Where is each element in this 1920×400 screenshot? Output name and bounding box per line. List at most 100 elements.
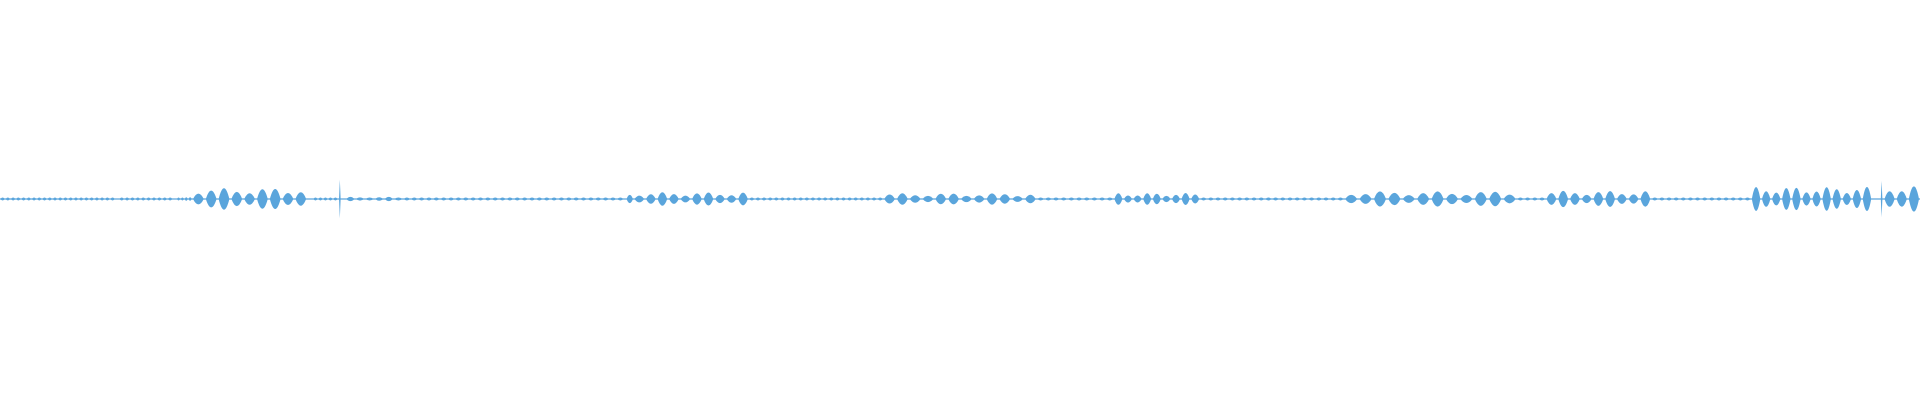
waveform-pulse — [669, 194, 679, 204]
waveform-pulse — [738, 192, 748, 206]
waveform-pulse — [73, 197, 79, 201]
waveform-pulse — [1152, 193, 1161, 205]
waveform-pulse — [231, 191, 243, 207]
waveform-pulse — [269, 188, 281, 210]
waveform-pulse — [1222, 197, 1229, 201]
waveform-pulse — [10, 197, 16, 201]
waveform-pulse — [587, 197, 594, 201]
waveform-pulse — [433, 197, 440, 201]
waveform-pulse — [514, 197, 521, 201]
waveform-pulse — [1373, 191, 1387, 207]
waveform-pulse — [1229, 197, 1236, 201]
waveform-pulse — [157, 197, 162, 201]
waveform-pulse — [909, 195, 921, 203]
waveform-pulse — [184, 197, 188, 201]
waveform-pulse — [692, 193, 702, 205]
waveform-pulse — [1730, 197, 1737, 201]
waveform-pulse — [1075, 197, 1083, 201]
waveform-pulse — [1330, 197, 1337, 201]
waveform-pulse — [543, 197, 550, 201]
waveform-pulse — [834, 197, 840, 201]
waveform-pulse — [318, 197, 323, 201]
waveform-pulse — [99, 197, 105, 201]
waveform-pulse — [1593, 192, 1604, 206]
waveform-pulse — [1651, 197, 1658, 201]
waveform-pulse — [1558, 190, 1569, 208]
waveform-pulse — [1744, 197, 1751, 201]
waveform-pulse — [167, 197, 173, 201]
waveform-pulse — [1812, 191, 1821, 207]
waveform-pulse — [1243, 197, 1250, 201]
waveform-pulse — [1842, 192, 1852, 206]
waveform-pulse — [1570, 193, 1580, 205]
waveform-pulse — [961, 195, 972, 203]
waveform-pulse — [798, 197, 804, 201]
waveform-pulse — [26, 197, 31, 201]
waveform-pulse — [418, 197, 425, 201]
waveform-pulse — [1200, 197, 1207, 201]
waveform-pulse — [657, 192, 668, 206]
waveform-pulse — [646, 194, 656, 204]
waveform-pulse — [323, 197, 328, 201]
waveform-pulse — [355, 197, 365, 201]
waveform-pulse — [176, 197, 181, 201]
waveform-pulse — [810, 197, 816, 201]
waveform-pulse — [897, 193, 908, 205]
waveform-pulse — [565, 197, 572, 201]
waveform-pulse — [1037, 197, 1044, 201]
waveform-pulse — [1181, 193, 1190, 205]
waveform-pulse — [948, 193, 959, 205]
waveform-pulse — [853, 197, 859, 201]
waveform-pulse — [1715, 197, 1722, 201]
waveform-pulse — [761, 197, 767, 201]
waveform-pulse — [105, 197, 110, 201]
waveform-pulse — [634, 195, 645, 203]
waveform-pulse — [0, 197, 5, 201]
waveform-pulse — [193, 193, 204, 205]
waveform-pulse — [1538, 197, 1546, 201]
waveform-pulse — [1060, 197, 1067, 201]
waveform-pulse — [1658, 197, 1665, 201]
waveform-pulse — [1880, 180, 1883, 218]
waveform-pulse — [1862, 187, 1872, 211]
waveform-pulse — [1286, 197, 1294, 201]
waveform-pulse — [1708, 197, 1715, 201]
waveform-pulse — [1822, 187, 1831, 211]
waveform-pulse — [1431, 191, 1444, 207]
waveform-pulse — [999, 194, 1011, 204]
waveform-pulse — [1214, 197, 1222, 201]
waveform-pulse — [425, 197, 433, 201]
waveform-pulse — [521, 197, 528, 201]
waveform-pulse — [1616, 194, 1627, 204]
waveform-pulse — [492, 197, 499, 201]
waveform-pulse — [536, 197, 543, 201]
waveform-pulse — [257, 189, 268, 209]
waveform-pulse — [384, 196, 393, 202]
waveform-pulse — [1162, 195, 1171, 203]
waveform-pulse — [1852, 189, 1862, 209]
waveform-pulse — [1191, 194, 1200, 204]
waveform-pulse — [779, 197, 785, 201]
waveform-pulse — [792, 197, 798, 201]
waveform-pulse — [865, 197, 871, 201]
waveform-pulse — [1133, 195, 1142, 203]
waveform-pulse — [68, 197, 73, 201]
waveform-pulse — [749, 197, 755, 201]
waveform-pulse — [1114, 193, 1123, 205]
waveform-pulse — [767, 197, 773, 201]
waveform-pulse — [282, 193, 294, 205]
waveform-pulse — [462, 197, 469, 201]
waveform-pulse — [1896, 191, 1907, 207]
waveform-pulse — [477, 197, 484, 201]
waveform-pulse — [339, 179, 341, 219]
waveform-pulse — [295, 192, 307, 206]
waveform-pulse — [1388, 192, 1401, 206]
waveform-pulse — [1052, 197, 1060, 201]
waveform-pulse — [328, 197, 333, 201]
waveform-pulse — [1503, 194, 1516, 204]
waveform-pulse — [1068, 197, 1075, 201]
waveform-pulse — [52, 197, 58, 201]
waveform-pulse — [1279, 197, 1286, 201]
